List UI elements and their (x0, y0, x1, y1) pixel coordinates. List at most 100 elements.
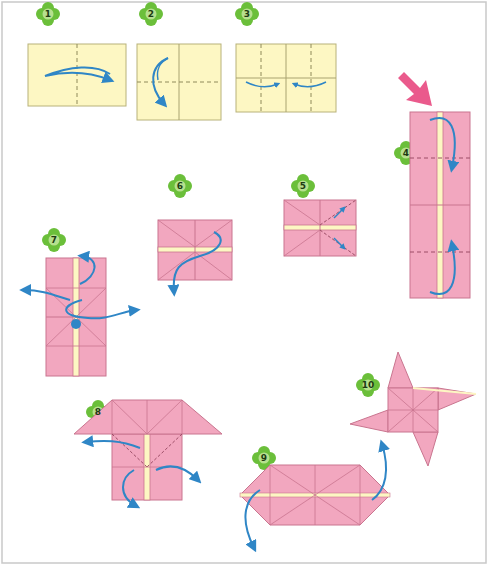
paper-stroke (372, 444, 386, 500)
paper-stroke (410, 205, 470, 206)
pinwheel (350, 352, 476, 466)
callout-number: 6 (172, 182, 188, 191)
paper-stroke (246, 82, 278, 87)
paper-stroke (284, 230, 320, 256)
paper-stroke (112, 400, 147, 434)
paper-stroke (315, 465, 360, 495)
paper-stroke (195, 220, 196, 280)
paper-stroke (350, 410, 388, 432)
callout-number: 1 (40, 10, 56, 19)
paper-stroke (36, 2, 60, 26)
paper-stroke (284, 200, 320, 225)
callout-number: 10 (360, 381, 376, 390)
paper-stroke (158, 220, 195, 247)
paper-stroke (147, 434, 182, 467)
paper-stroke (71, 319, 81, 329)
paper-stroke (311, 44, 312, 112)
paper-stroke (112, 434, 147, 467)
paper-stroke (430, 118, 455, 168)
paper-stroke (77, 44, 78, 106)
step-6-paper (158, 220, 232, 292)
paper-stroke (74, 400, 222, 434)
paper-stroke (158, 252, 195, 280)
paper-stroke (261, 44, 262, 112)
step-4-paper (410, 112, 470, 298)
paper-stroke (46, 288, 106, 289)
paper-stroke (156, 466, 198, 480)
paper-stroke (240, 465, 390, 525)
paper-stroke (291, 174, 315, 198)
step-7-paper (24, 256, 136, 376)
paper-stroke (174, 232, 221, 292)
paper-stroke (139, 2, 163, 26)
paper-stroke (182, 400, 183, 434)
paper-stroke (270, 465, 271, 525)
callout-number: 3 (239, 10, 255, 19)
paper-stroke (66, 300, 136, 318)
paper-stroke (320, 200, 356, 225)
paper-stroke (413, 388, 476, 394)
paper-stroke (42, 228, 66, 252)
paper-stroke (270, 465, 315, 495)
paper-stroke (388, 388, 438, 432)
paper-stroke (430, 244, 455, 294)
paper-stroke (320, 200, 321, 256)
paper-stroke (388, 388, 438, 432)
paper-stroke (315, 495, 360, 525)
paper-stroke (86, 441, 140, 448)
callout-number: 8 (90, 408, 106, 417)
paper-stroke (334, 238, 344, 248)
step-8-paper (74, 400, 222, 506)
callout-number: 7 (46, 236, 62, 245)
step-5-paper (284, 200, 356, 256)
step-2-paper (137, 44, 221, 120)
paper-stroke (112, 400, 113, 434)
callout-number: 2 (143, 10, 159, 19)
paper-stroke (168, 174, 192, 198)
paper-stroke (195, 220, 232, 247)
callout-number: 4 (398, 149, 414, 158)
paper-stroke (153, 58, 168, 104)
next-arrow (398, 72, 432, 106)
paper-stroke (284, 200, 356, 256)
paper-stroke (245, 490, 260, 548)
paper-stroke (76, 288, 106, 317)
paper-stroke (410, 112, 470, 298)
paper-stroke (235, 2, 259, 26)
step-9-paper (240, 444, 390, 548)
paper-stroke (270, 495, 315, 525)
paper-stroke (147, 400, 182, 434)
paper-stroke (76, 317, 106, 346)
paper-stroke (147, 400, 148, 434)
paper-stroke (388, 388, 438, 432)
paper-stroke (46, 317, 76, 346)
paper-stroke (236, 44, 336, 112)
paper-stroke (410, 158, 470, 159)
callout-number: 5 (295, 182, 311, 191)
paper-stroke (360, 465, 361, 525)
paper-stroke (46, 288, 76, 317)
paper-stroke (80, 256, 95, 284)
paper-stroke (45, 67, 110, 80)
paper-stroke (28, 44, 126, 106)
paper-stroke (294, 82, 326, 87)
paper-stroke (158, 220, 232, 280)
paper-stroke (410, 252, 470, 253)
paper-stroke (46, 346, 106, 347)
step-3-paper (236, 44, 336, 112)
paper-stroke (398, 352, 438, 432)
paper-stroke (137, 44, 221, 120)
paper-stroke (334, 208, 344, 218)
paper-stroke (388, 410, 438, 411)
paper-stroke (24, 290, 70, 300)
paper-stroke (388, 352, 413, 388)
paper-stroke (413, 432, 438, 466)
paper-stroke (236, 78, 336, 79)
paper-stroke (356, 373, 380, 397)
paper-stroke (320, 230, 356, 256)
callout-number: 9 (256, 454, 272, 463)
paper-stroke (157, 58, 168, 80)
